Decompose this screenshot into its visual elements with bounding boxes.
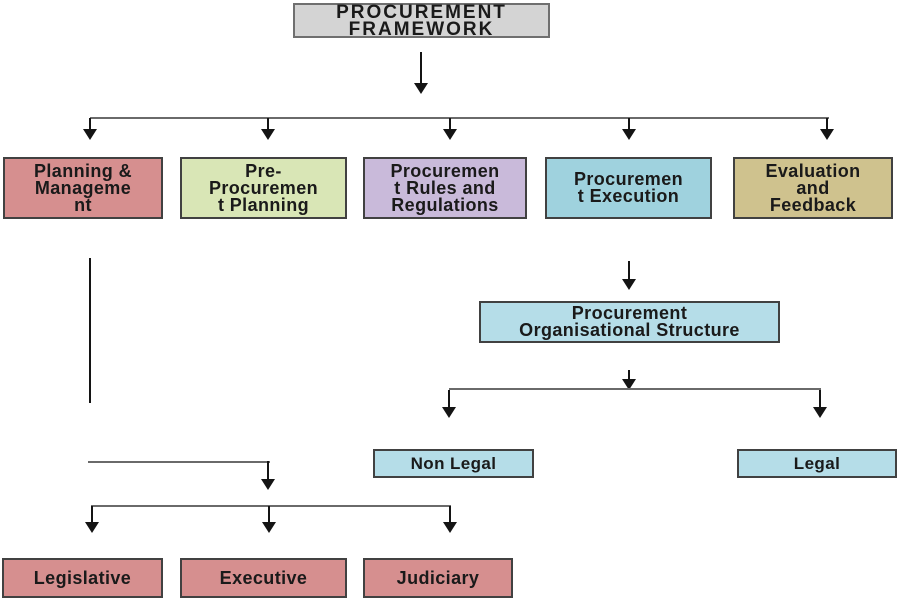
connector-drop-planning (89, 118, 91, 130)
connector-org-stem (628, 370, 630, 380)
connector-drop-non-legal (448, 390, 450, 408)
node-legal: Legal (737, 449, 897, 478)
connector-drop-pre-procurement (267, 118, 269, 130)
arrow-down-icon (622, 129, 636, 140)
connector-elbow-vertical (267, 461, 269, 480)
arrow-down-icon (622, 279, 636, 290)
connector-execution-to-org (628, 261, 630, 280)
node-legislative: Legislative (2, 558, 163, 598)
node-procurement-rules-regulations: Procuremen t Rules and Regulations (363, 157, 527, 219)
arrow-down-icon (820, 129, 834, 140)
node-executive: Executive (180, 558, 347, 598)
connector-drop-legal (819, 390, 821, 408)
node-evaluation-feedback: Evaluation and Feedback (733, 157, 893, 219)
arrow-down-icon (813, 407, 827, 418)
connector-planning-stem (89, 258, 91, 403)
node-non-legal: Non Legal (373, 449, 534, 478)
connector-framework-stem (420, 52, 422, 84)
arrow-down-icon (414, 83, 428, 94)
node-procurement-organisational-structure: Procurement Organisational Structure (479, 301, 780, 343)
node-judiciary: Judiciary (363, 558, 513, 598)
connector-drop-execution (628, 118, 630, 130)
arrow-down-icon (85, 522, 99, 533)
arrow-down-icon (443, 522, 457, 533)
arrow-down-icon (261, 129, 275, 140)
node-pre-procurement-planning: Pre- Procuremen t Planning (180, 157, 347, 219)
node-procurement-execution: Procuremen t Execution (545, 157, 712, 219)
arrow-down-icon (443, 129, 457, 140)
connector-elbow-horizontal (88, 461, 270, 463)
arrow-down-icon (622, 379, 636, 390)
connector-drop-judiciary (449, 506, 451, 523)
connector-bottom-rail (91, 505, 451, 507)
node-procurement-framework: PROCUREMENT FRAMEWORK (293, 3, 550, 39)
arrow-down-icon (442, 407, 456, 418)
connector-legal-rail (449, 388, 821, 390)
arrow-down-icon (262, 522, 276, 533)
connector-drop-evaluation (826, 118, 828, 130)
node-planning-management: Planning & Manageme nt (3, 157, 163, 219)
arrow-down-icon (83, 129, 97, 140)
connector-drop-legislative (91, 506, 93, 523)
connector-drop-executive (268, 506, 270, 523)
connector-drop-rules (449, 118, 451, 130)
arrow-down-icon (261, 479, 275, 490)
connector-top-rail (90, 117, 829, 119)
